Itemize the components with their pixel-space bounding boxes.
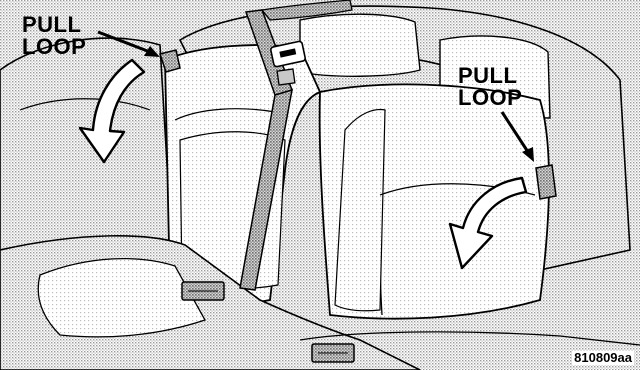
pull-loop-label-left: PULL LOOP	[22, 14, 86, 58]
pull-loop-label-right-line1: PULL	[458, 65, 522, 87]
pull-loop-label-left-line1: PULL	[22, 14, 86, 36]
pull-loop-label-right-line2: LOOP	[458, 87, 522, 109]
pull-loop-label-left-line2: LOOP	[22, 36, 86, 58]
pull-loop-icon	[536, 165, 556, 199]
upper-headrest	[300, 14, 420, 76]
buckle-receiver-right	[312, 344, 354, 362]
figure-id-label: 810809aa	[572, 351, 634, 365]
pull-loop-label-right: PULL LOOP	[458, 65, 522, 109]
buckle-receiver-left	[182, 282, 224, 300]
